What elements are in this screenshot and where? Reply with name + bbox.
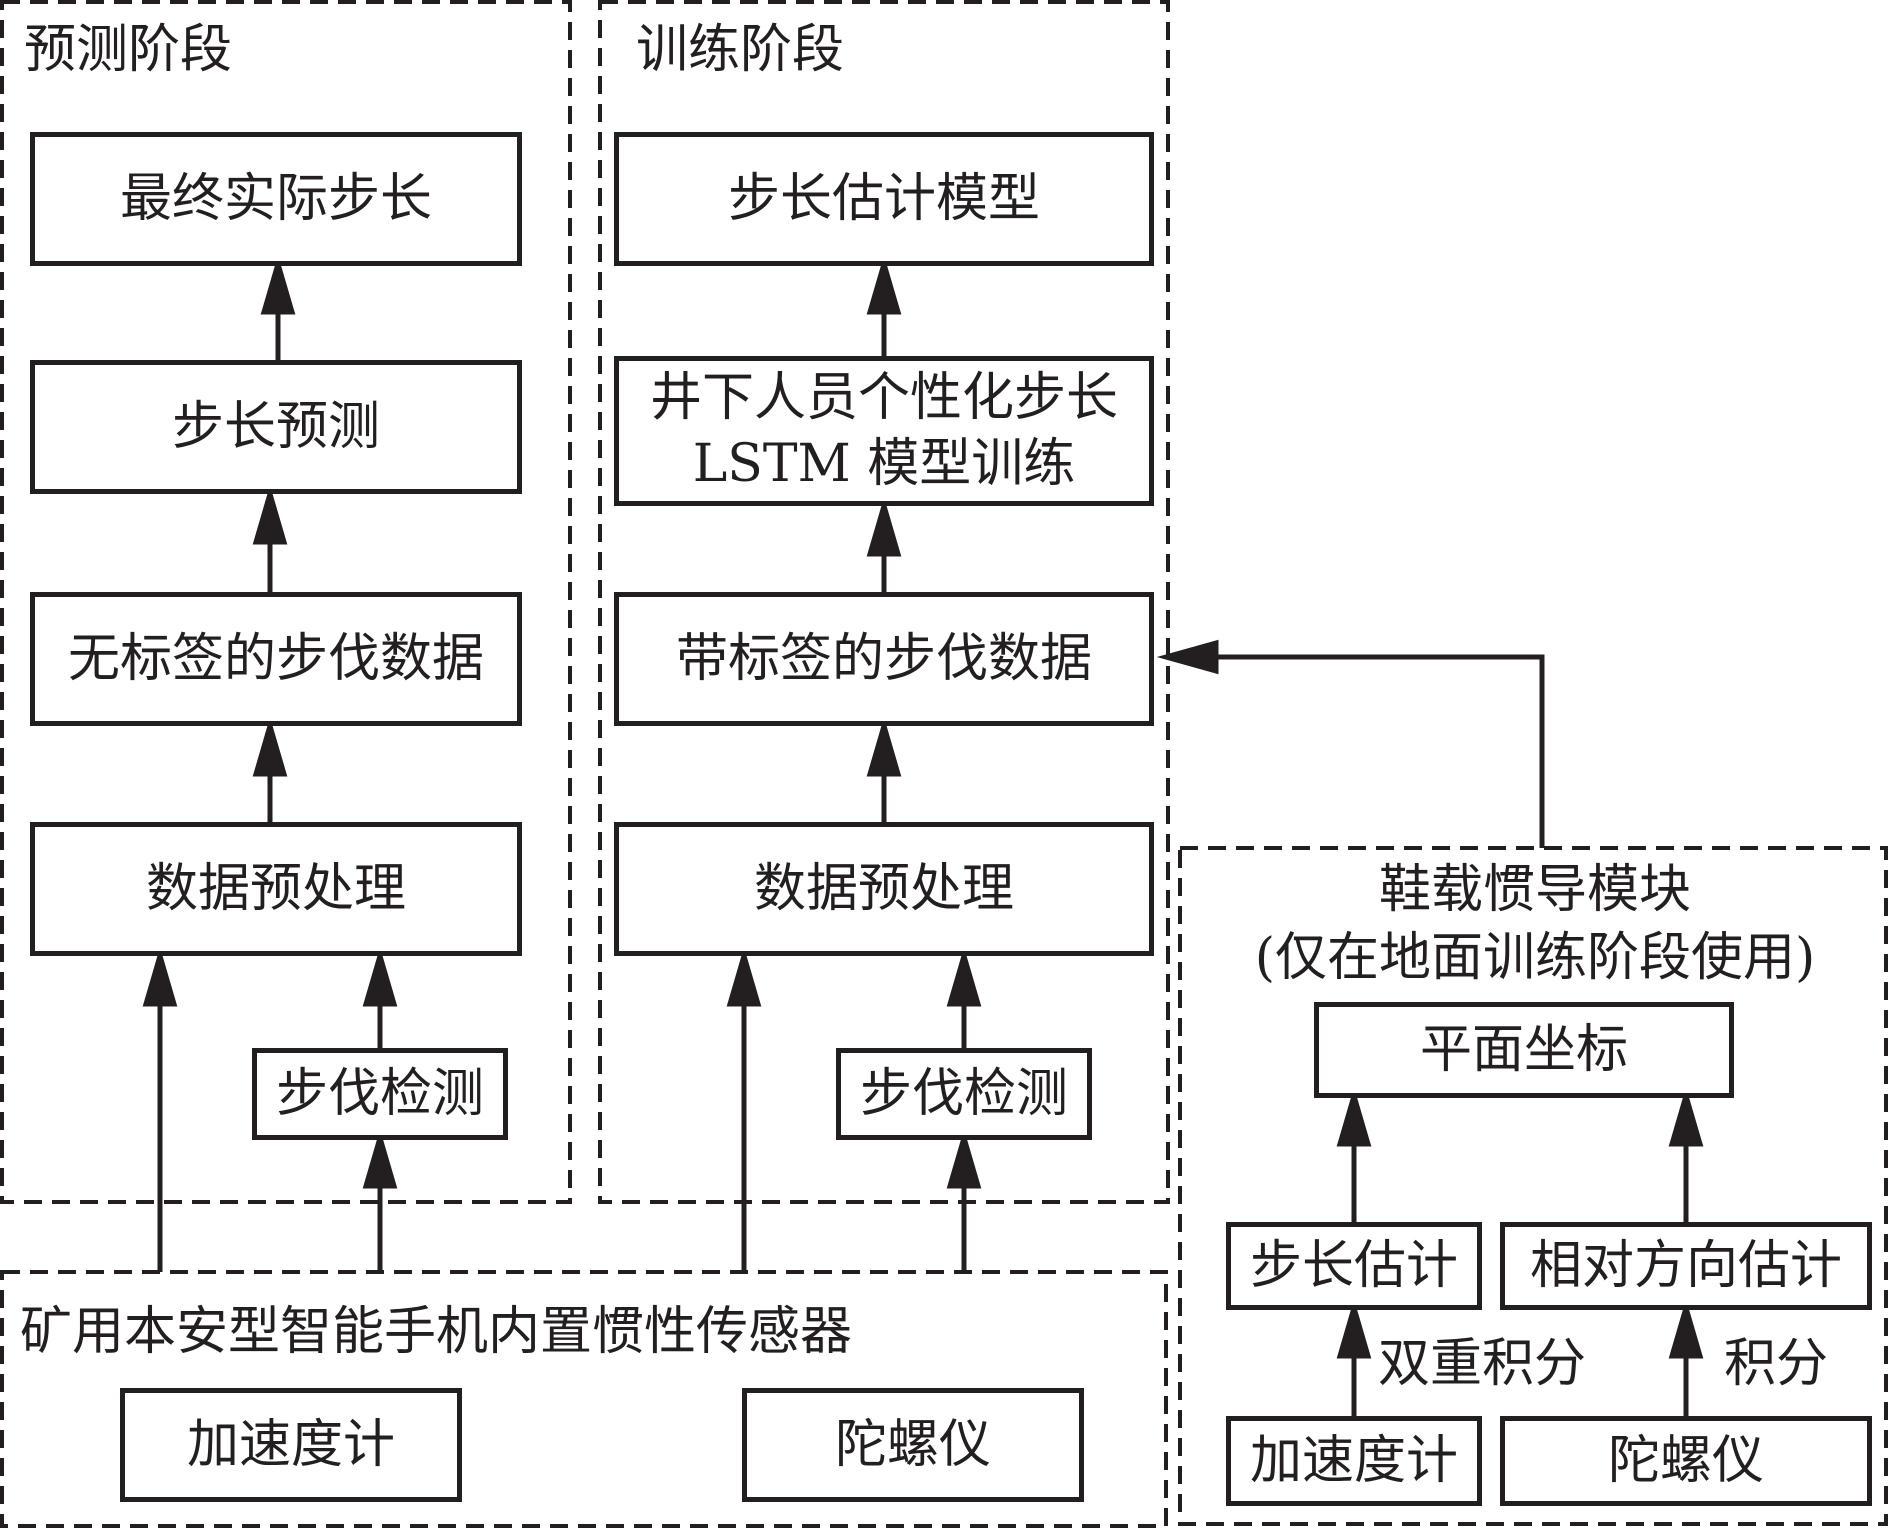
- arrowhead: [1668, 1087, 1704, 1147]
- phone-sensor-frame: [0, 1270, 1168, 1528]
- lstm-train-line2: LSTM 模型训练: [692, 434, 1076, 494]
- train-stage-title: 训练阶段: [636, 20, 845, 80]
- lstm-train-line1: 井下人员个性化步长: [649, 368, 1118, 428]
- final-step-label: 最终实际步长: [119, 169, 432, 229]
- arrowhead: [362, 1129, 398, 1189]
- arrow-shoe-to-labeled: [1170, 654, 1545, 848]
- predict-stage-frame: [0, 0, 572, 1204]
- arrowhead: [866, 717, 902, 777]
- final-step-box: 最终实际步长: [30, 132, 522, 266]
- integral-label: 积分: [1724, 1334, 1829, 1394]
- direction-estimate-box: 相对方向估计: [1500, 1222, 1872, 1310]
- phone-gyroscope-box: 陀螺仪: [742, 1388, 1084, 1502]
- step-predict-label: 步长预测: [171, 397, 380, 457]
- phone-accelerometer-label: 加速度计: [186, 1415, 395, 1475]
- arrowhead: [260, 255, 296, 315]
- shoe-accelerometer-box: 加速度计: [1226, 1416, 1482, 1506]
- arrowhead: [946, 1129, 982, 1189]
- step-model-box: 步长估计模型: [614, 132, 1154, 266]
- shoe-module-frame: [1178, 846, 1888, 1526]
- step-model-label: 步长估计模型: [727, 169, 1040, 229]
- predict-step-detect-label: 步伐检测: [275, 1064, 484, 1124]
- train-preprocess-label: 数据预处理: [753, 859, 1014, 919]
- train-step-detect-label: 步伐检测: [859, 1064, 1068, 1124]
- labeled-data-box: 带标签的步伐数据: [614, 592, 1154, 726]
- arrowhead: [1336, 1087, 1372, 1147]
- train-stage-frame: [598, 0, 1170, 1204]
- predict-preprocess-box: 数据预处理: [30, 822, 522, 956]
- arrowhead: [142, 947, 178, 1007]
- phone-accelerometer-box: 加速度计: [120, 1388, 462, 1502]
- shoe-step-estimate-box: 步长估计: [1226, 1222, 1482, 1310]
- lstm-train-box: 井下人员个性化步长 LSTM 模型训练: [614, 356, 1154, 506]
- arrowhead: [362, 947, 398, 1007]
- plane-coords-label: 平面坐标: [1419, 1020, 1628, 1080]
- predict-step-detect-box: 步伐检测: [252, 1048, 508, 1140]
- arrowhead: [866, 255, 902, 315]
- labeled-data-label: 带标签的步伐数据: [675, 629, 1092, 689]
- shoe-module-title-line2: (仅在地面训练阶段使用): [1254, 928, 1816, 988]
- shoe-accelerometer-label: 加速度计: [1249, 1431, 1458, 1491]
- arrowhead: [1156, 639, 1219, 675]
- arrowhead: [1336, 1299, 1372, 1359]
- double-integral-label: 双重积分: [1378, 1334, 1587, 1394]
- arrowhead: [946, 947, 982, 1007]
- predict-preprocess-label: 数据预处理: [145, 859, 406, 919]
- arrowhead: [726, 947, 762, 1007]
- arrowhead: [866, 497, 902, 557]
- phone-sensor-title: 矿用本安型智能手机内置惯性传感器: [20, 1302, 853, 1362]
- shoe-module-title-line1: 鞋载惯导模块: [1378, 860, 1691, 920]
- direction-estimate-label: 相对方向估计: [1529, 1236, 1842, 1296]
- plane-coords-box: 平面坐标: [1314, 1002, 1734, 1098]
- arrowhead: [252, 717, 288, 777]
- shoe-gyroscope-box: 陀螺仪: [1500, 1416, 1872, 1506]
- arrowhead: [1668, 1299, 1704, 1359]
- shoe-step-estimate-label: 步长估计: [1249, 1236, 1458, 1296]
- step-predict-box: 步长预测: [30, 360, 522, 494]
- phone-gyroscope-label: 陀螺仪: [834, 1415, 991, 1475]
- unlabeled-data-box: 无标签的步伐数据: [30, 592, 522, 726]
- arrowhead: [252, 485, 288, 545]
- shoe-gyroscope-label: 陀螺仪: [1607, 1431, 1764, 1491]
- train-step-detect-box: 步伐检测: [836, 1048, 1092, 1140]
- train-preprocess-box: 数据预处理: [614, 822, 1154, 956]
- predict-stage-title: 预测阶段: [24, 20, 233, 80]
- unlabeled-data-label: 无标签的步伐数据: [67, 629, 484, 689]
